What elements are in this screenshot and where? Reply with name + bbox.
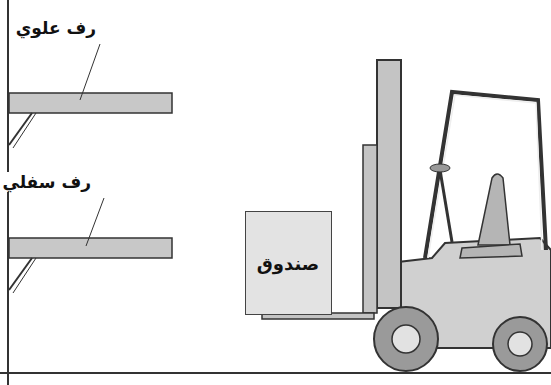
wheel-hub: [392, 325, 420, 353]
upper-shelf: [9, 93, 172, 113]
steering-wheel: [430, 164, 450, 172]
floor: [0, 372, 551, 374]
wall: [7, 0, 9, 385]
part-label: رف سفلي: [0, 172, 93, 192]
carriage: [363, 145, 377, 313]
lower-shelf: [9, 238, 172, 258]
shelf-bracket: [13, 258, 36, 293]
seat: [478, 174, 510, 245]
box: صندوق: [245, 211, 332, 315]
front-wheel: [374, 307, 438, 371]
mast: [377, 60, 401, 308]
cab-frame: [425, 92, 546, 258]
rear-wheel: [493, 317, 547, 371]
shelf-bracket: [9, 258, 32, 290]
seat-base: [460, 244, 522, 258]
leader-line: [80, 44, 100, 100]
leader-line: [86, 198, 104, 246]
wheel-hub: [508, 332, 532, 356]
box-label: صندوق: [257, 253, 319, 274]
shelf-bracket: [13, 113, 36, 148]
part-label: رف علوي: [14, 18, 98, 38]
steering-column: [440, 170, 452, 242]
shelf-bracket: [9, 113, 32, 145]
cab-frame: [428, 95, 542, 258]
